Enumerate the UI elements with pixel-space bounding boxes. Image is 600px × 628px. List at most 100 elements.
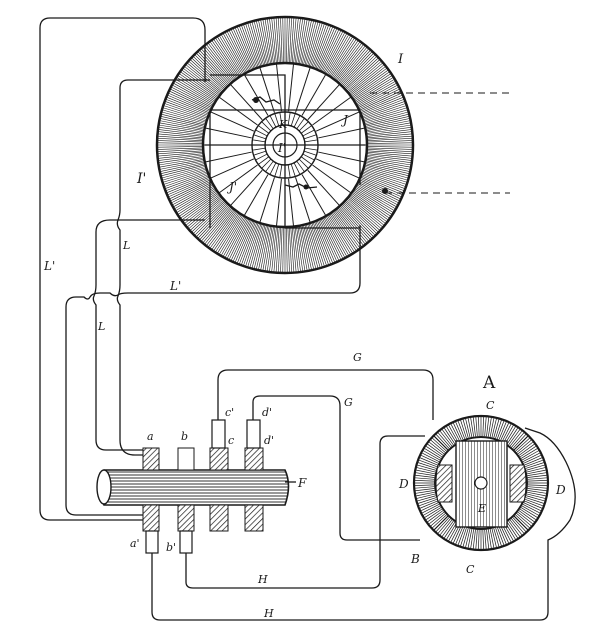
ring-tick [350,66,386,95]
ring-gap-1 [433,435,449,451]
armature-spoke [219,96,258,126]
armature-spoke [301,74,326,116]
ring-tick [346,59,380,90]
ring-tick [301,20,312,64]
motor-tick [527,486,547,489]
ring-tick [329,38,355,76]
brush-d [246,419,261,449]
ring-tick [362,99,404,116]
motor-tick [522,452,540,462]
ring-tick [314,222,331,264]
brush-c [211,419,226,449]
motor-tick [484,417,487,437]
ring-tick [342,204,374,237]
ring-tick [158,138,203,141]
motor-tick [505,426,516,444]
ring-tick [366,157,411,166]
ring-b-lower [177,504,195,532]
motor-tick [418,498,438,507]
brush-a [145,530,159,554]
ring-tick [293,227,299,272]
ring-tick [163,168,206,183]
ring-tick [175,187,215,211]
ring-tick [321,219,341,260]
ring-tick [174,81,214,104]
ring-tick [344,202,377,234]
motor-tick [417,495,436,502]
motor-tick [419,500,438,509]
ring-tick [193,56,226,88]
ring-tick [358,87,399,108]
ring-tick [264,226,273,271]
ring-tick [198,51,229,85]
ring-tick [286,227,288,272]
ring-tick [304,225,317,269]
motor-tick [427,510,444,523]
motor-tick [495,420,502,439]
motor-tick [444,521,456,539]
ring-tick [159,122,204,131]
ring-tick [303,225,314,269]
armature-spoke [259,177,275,223]
wires: L' L L L' G G H H [39,17,576,621]
shaft-end [96,469,112,505]
ring-tick [194,54,227,87]
ring-tick [331,213,357,251]
motor-tick [524,500,543,509]
ring-tick [367,147,412,150]
ring-tick [165,101,208,117]
pole-right [509,464,527,503]
motor-tick [455,421,464,440]
ring-tick [201,48,231,83]
armature-spoke [295,67,311,113]
ring-tick [188,61,223,91]
motor-tick [491,418,497,438]
hub-tick [261,158,272,169]
ring-tick [247,23,262,66]
ring-tick [237,27,255,69]
ring-tick [241,222,257,265]
ring-tick [182,193,219,220]
ring-tick [342,53,374,86]
ring-tick [180,192,218,219]
ring-tick [162,166,205,179]
motor-tick [524,498,544,507]
ring-tick [363,103,406,119]
motor-tick [419,457,438,466]
motor-tick [518,510,535,523]
ring-tick [164,105,207,120]
ring-tick [354,75,392,101]
ring-tick [358,183,398,205]
ring-tick [365,113,409,126]
motor-tick [498,526,507,545]
ring-tick [367,146,412,148]
motor-tick [448,425,459,443]
motor-tick [420,502,439,511]
motor-tick [446,522,457,540]
motor-tick [506,427,518,445]
ring-tick [173,184,213,207]
motor-tick [460,420,467,439]
hub-tick [255,153,268,161]
ring-tick [318,28,337,70]
ring-tick [166,174,208,191]
motor-tick [450,424,460,442]
hub-tick [269,162,277,175]
motor-tick [516,513,532,527]
ring-tick [190,200,224,231]
ring-tick [303,21,314,65]
ring-tick [191,58,225,89]
motor-tick [527,484,547,486]
ring-tick [206,210,235,246]
motor-tick [470,417,474,437]
ring-tick [159,159,204,168]
hub-tick [298,121,309,132]
ring-tick [201,207,231,242]
label-brush-b: b' [166,541,176,554]
armature-spoke [205,127,252,139]
ring-tick [161,164,205,177]
armature-spoke [244,174,269,216]
ring-tick [260,20,270,64]
label-L-inner: L [122,239,130,252]
ring-tick [364,109,408,123]
